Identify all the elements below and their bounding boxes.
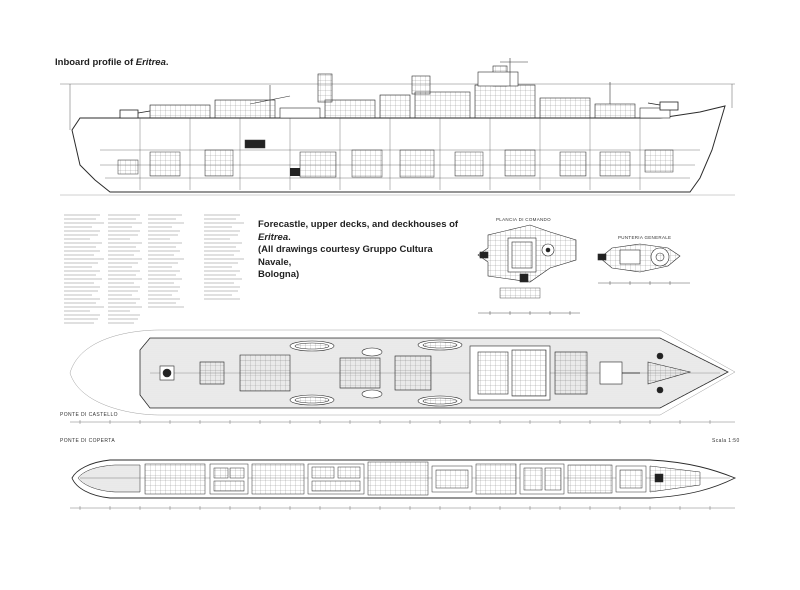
- director-plan: [597, 243, 690, 285]
- legend-column-2: [108, 214, 142, 324]
- decks-caption-line2: (All drawings courtesy Gruppo Cultura Na…: [258, 244, 433, 268]
- forecastle-deckhouses: [159, 345, 588, 401]
- legend-column-4: [204, 214, 244, 300]
- forecastle-deck-label: PONTE DI CASTELLO: [60, 412, 118, 418]
- profile-hull: [71, 105, 726, 193]
- forecastle-boats: [289, 339, 463, 407]
- profile-machinery: [117, 139, 674, 178]
- inboard-profile: [60, 58, 735, 196]
- forecastle-deck-plan: [69, 329, 736, 424]
- profile-masts: [69, 58, 733, 130]
- scale-label: Scala 1:50: [712, 438, 740, 444]
- legend-block: [64, 214, 244, 324]
- decks-caption-line1: Forecastle, upper decks, and deckhouses …: [258, 219, 468, 244]
- main-deck-plan: [70, 459, 737, 510]
- decks-caption-suffix: .: [288, 231, 291, 243]
- legend-column-1: [64, 214, 104, 324]
- decks-caption-prefix: Forecastle, upper decks, and deckhouses …: [258, 219, 459, 230]
- profile-superstructure: [149, 65, 671, 119]
- forecastle-bow-gear: [599, 352, 692, 394]
- decks-caption-ship: Eritrea: [258, 231, 289, 243]
- profile-guns: [119, 101, 679, 119]
- profile-caption-ship: Eritrea: [135, 57, 166, 68]
- decks-caption-line3: Bologna): [258, 269, 300, 280]
- main-deck-ruler: [70, 506, 735, 510]
- decks-caption: Forecastle, upper decks, and deckhouses …: [258, 219, 468, 282]
- main-deck-label: PONTE DI COPERTA: [60, 438, 116, 444]
- profile-caption-prefix: Inboard profile of: [55, 57, 136, 68]
- forecastle-ruler: [70, 420, 735, 424]
- profile-caption-suffix: .: [165, 57, 169, 68]
- director-plan-label: PUNTERIA GENERALE: [618, 235, 672, 240]
- legend-column-3: [148, 214, 184, 308]
- main-deck-compartments: [144, 461, 701, 496]
- bridge-plan-label: PLANCIA DI COMANDO: [496, 217, 551, 222]
- profile-caption: Inboard profile of Eritrea.: [55, 57, 169, 70]
- bridge-plan: [477, 224, 580, 315]
